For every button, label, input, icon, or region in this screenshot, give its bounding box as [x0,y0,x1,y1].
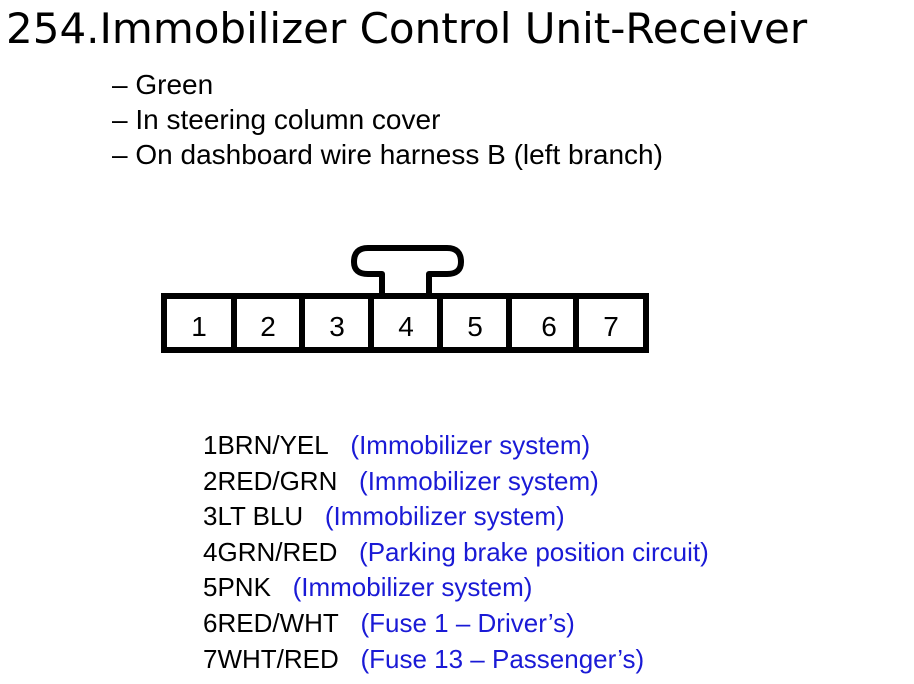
wire-color: GRN/RED [217,536,338,567]
pin-assignment-list: 1BRN/YEL (Immobilizer system) 2RED/GRN (… [203,428,709,677]
wire-color: WHT/RED [217,643,339,674]
pin-number: 2 [203,465,218,496]
pin-assignment-item: 3LT BLU (Immobilizer system) [203,499,709,535]
connector-color-item: Green [112,67,663,102]
pin-number-1: 1 [191,311,207,342]
pin-number: 1 [203,430,218,460]
pin-number-4: 4 [398,311,414,342]
pin-number: 7 [203,643,218,674]
pin-description: (Parking brake position circuit) [359,536,709,567]
pin-number-2: 2 [260,311,276,342]
connector-lock-tab [351,245,464,294]
pin-description: (Immobilizer system) [359,465,599,496]
pin-number-6: 6 [541,311,557,342]
pin-description: (Fuse 1 – Driver’s) [360,607,575,638]
wire-color: LT BLU [217,501,304,532]
page-title: 254.Immobilizer Control Unit-Receiver [6,4,808,53]
connector-diagram: 1 2 3 4 5 6 7 [161,245,649,353]
pin-number: 6 [203,607,218,638]
pin-number-3: 3 [329,311,345,342]
pin-number-7: 7 [603,311,619,342]
pin-number-5: 5 [467,311,483,342]
pin-description: (Immobilizer system) [350,430,591,460]
pin-assignment-item: 1BRN/YEL (Immobilizer system) [203,428,709,464]
connector-location-item: In steering column cover [112,102,663,137]
pin-assignment-item: 5PNK (Immobilizer system) [203,570,709,606]
pin-description: (Immobilizer system) [324,501,565,532]
wire-color: PNK [217,572,271,603]
connector-harness-item: On dashboard wire harness B (left branch… [112,137,663,172]
connector-body [161,293,649,353]
pin-description: (Fuse 13 – Passenger’s) [360,643,645,674]
pin-number: 3 [203,501,218,532]
pin-assignment-item: 2RED/GRN (Immobilizer system) [203,464,709,500]
pin-assignment-item: 7WHT/RED (Fuse 13 – Passenger’s) [203,642,709,678]
pin-description: (Immobilizer system) [292,572,533,603]
connector-info-list: Green In steering column cover On dashbo… [112,67,663,172]
pin-assignment-item: 4GRN/RED (Parking brake position circuit… [203,535,709,571]
wire-color: RED/WHT [217,607,339,638]
pin-number: 5 [203,572,218,603]
wire-color: BRN/YEL [217,430,329,460]
pin-assignment-item: 6RED/WHT (Fuse 1 – Driver’s) [203,606,709,642]
pin-number: 4 [203,536,218,567]
wire-color: RED/GRN [217,465,338,496]
